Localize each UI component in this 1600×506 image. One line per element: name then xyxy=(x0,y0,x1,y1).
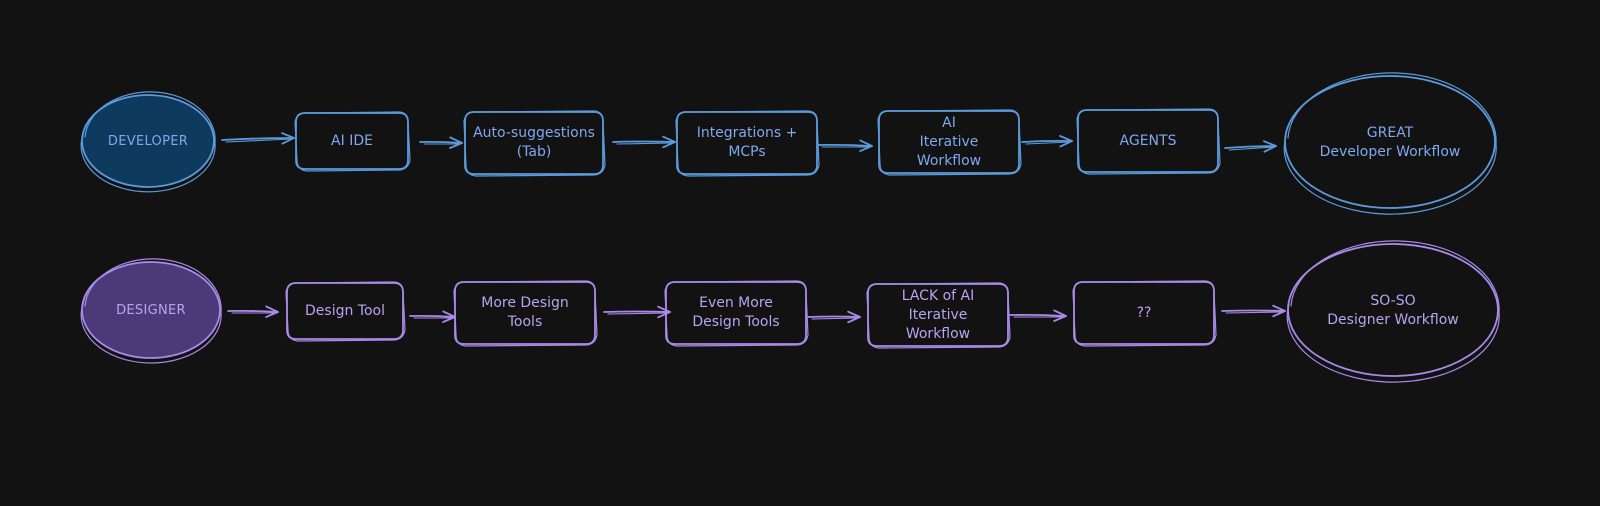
developer-step-box-4-sketch xyxy=(877,109,1022,176)
developer-arrow-2-head xyxy=(449,136,463,149)
designer-arrow-4-head xyxy=(847,310,861,324)
designer-arrow-6-sketch xyxy=(1225,311,1284,314)
designer-step-lack-of-ai: LACK of AI Iterative Workflow xyxy=(901,287,975,342)
developer-end-ellipse xyxy=(1284,75,1496,209)
designer-step-box-1-sketch xyxy=(285,281,406,342)
developer-step-ai-ide: AI IDE xyxy=(331,132,373,149)
designer-arrow-1-head xyxy=(265,305,279,318)
designer-arrow-1 xyxy=(227,309,279,313)
developer-arrow-3-sketch xyxy=(616,142,674,145)
developer-arrow-3-head xyxy=(662,135,676,149)
designer-step-box-4-sketch xyxy=(866,282,1011,349)
designer-start-ellipse xyxy=(81,261,221,359)
developer-arrow-1 xyxy=(221,137,295,141)
developer-arrow-1-head xyxy=(281,132,295,145)
developer-arrow-2 xyxy=(419,140,463,144)
developer-step-agents: AGENTS xyxy=(1119,132,1177,149)
designer-end-ellipse-sketch xyxy=(1286,240,1500,383)
developer-end-ellipse-sketch xyxy=(1283,72,1497,215)
developer-arrow-6-sketch xyxy=(1228,146,1275,151)
designer-step-unknown: ?? xyxy=(1136,304,1152,321)
developer-start-ellipse-sketch xyxy=(80,91,216,193)
designer-arrow-3 xyxy=(603,310,671,313)
developer-arrow-6-head xyxy=(1263,140,1277,153)
designer-start-label: DESIGNER xyxy=(116,302,186,318)
designer-arrow-2-head xyxy=(442,310,456,323)
developer-arrow-5 xyxy=(1021,139,1073,143)
designer-arrow-5-head xyxy=(1053,309,1067,322)
designer-step-design-tool: Design Tool xyxy=(305,302,385,319)
designer-end-label: SO-SO Designer Workflow xyxy=(1327,293,1459,328)
designer-end-ellipse xyxy=(1287,243,1499,377)
designer-arrow-5 xyxy=(1009,313,1067,317)
developer-start-label: DEVELOPER xyxy=(107,133,189,149)
developer-step-auto-suggestions: Auto-suggestions (Tab) xyxy=(473,125,595,160)
developer-arrow-3 xyxy=(612,140,676,143)
designer-arrow-4 xyxy=(807,315,861,318)
designer-step-even-more-design-tools: Even More Design Tools xyxy=(692,295,780,330)
developer-end-label: GREAT Developer Workflow xyxy=(1319,125,1461,160)
developer-step-box-3-sketch xyxy=(675,110,820,177)
developer-arrow-4 xyxy=(817,143,873,147)
developer-step-box-2-sketch xyxy=(463,110,606,177)
designer-start-ellipse-sketch xyxy=(80,258,222,364)
designer-step-box-5-sketch xyxy=(1072,280,1217,347)
designer-arrow-4-sketch xyxy=(811,317,859,320)
developer-step-ai-iterative: AI Iterative Workflow xyxy=(916,114,982,169)
developer-step-integrations: Integrations + MCPs xyxy=(696,125,798,160)
designer-step-more-design-tools: More Design Tools xyxy=(481,295,569,330)
developer-arrow-5-sketch xyxy=(1025,141,1071,145)
developer-step-box-5-sketch xyxy=(1076,108,1221,175)
designer-arrow-3-sketch xyxy=(607,312,669,315)
designer-arrow-2 xyxy=(409,314,456,318)
developer-arrow-1-sketch xyxy=(225,138,293,143)
developer-start-ellipse xyxy=(81,94,215,188)
designer-arrow-6 xyxy=(1221,309,1286,312)
developer-step-box-1-sketch xyxy=(294,111,411,172)
developer-arrow-4-head xyxy=(859,139,873,152)
designer-step-box-2-sketch xyxy=(453,280,598,347)
developer-arrow-5-head xyxy=(1059,135,1073,148)
designer-arrow-6-head xyxy=(1272,304,1286,318)
designer-arrow-3-head xyxy=(657,305,671,319)
designer-step-box-3-sketch xyxy=(664,280,809,347)
developer-arrow-6 xyxy=(1224,145,1277,149)
